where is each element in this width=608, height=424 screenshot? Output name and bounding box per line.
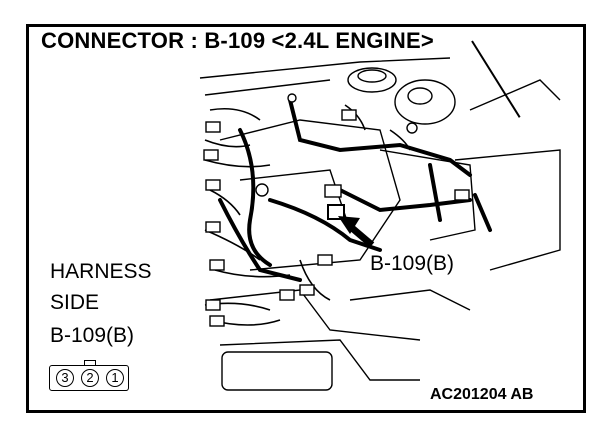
b109-connector [327, 204, 345, 220]
callout-label: B-109(B) [370, 252, 455, 275]
harness-label-line1: HARNESS [50, 260, 152, 283]
connector-lock-tab [84, 360, 96, 366]
wiring-harness [218, 98, 492, 282]
figure-code: AC201204 AB [430, 386, 534, 403]
pin-1: 1 [106, 369, 124, 387]
diagram-title: CONNECTOR : B-109 <2.4L ENGINE> [41, 28, 434, 53]
pin-2: 2 [81, 369, 99, 387]
connector-face [49, 365, 129, 391]
harness-connector-label: B-109(B) [50, 324, 135, 347]
small-connectors [203, 93, 470, 327]
engine-outline [199, 57, 561, 391]
diagram-frame [26, 24, 586, 413]
pin-3: 3 [56, 369, 74, 387]
harness-label-line2: SIDE [50, 291, 100, 314]
callout-arrow [338, 216, 375, 248]
